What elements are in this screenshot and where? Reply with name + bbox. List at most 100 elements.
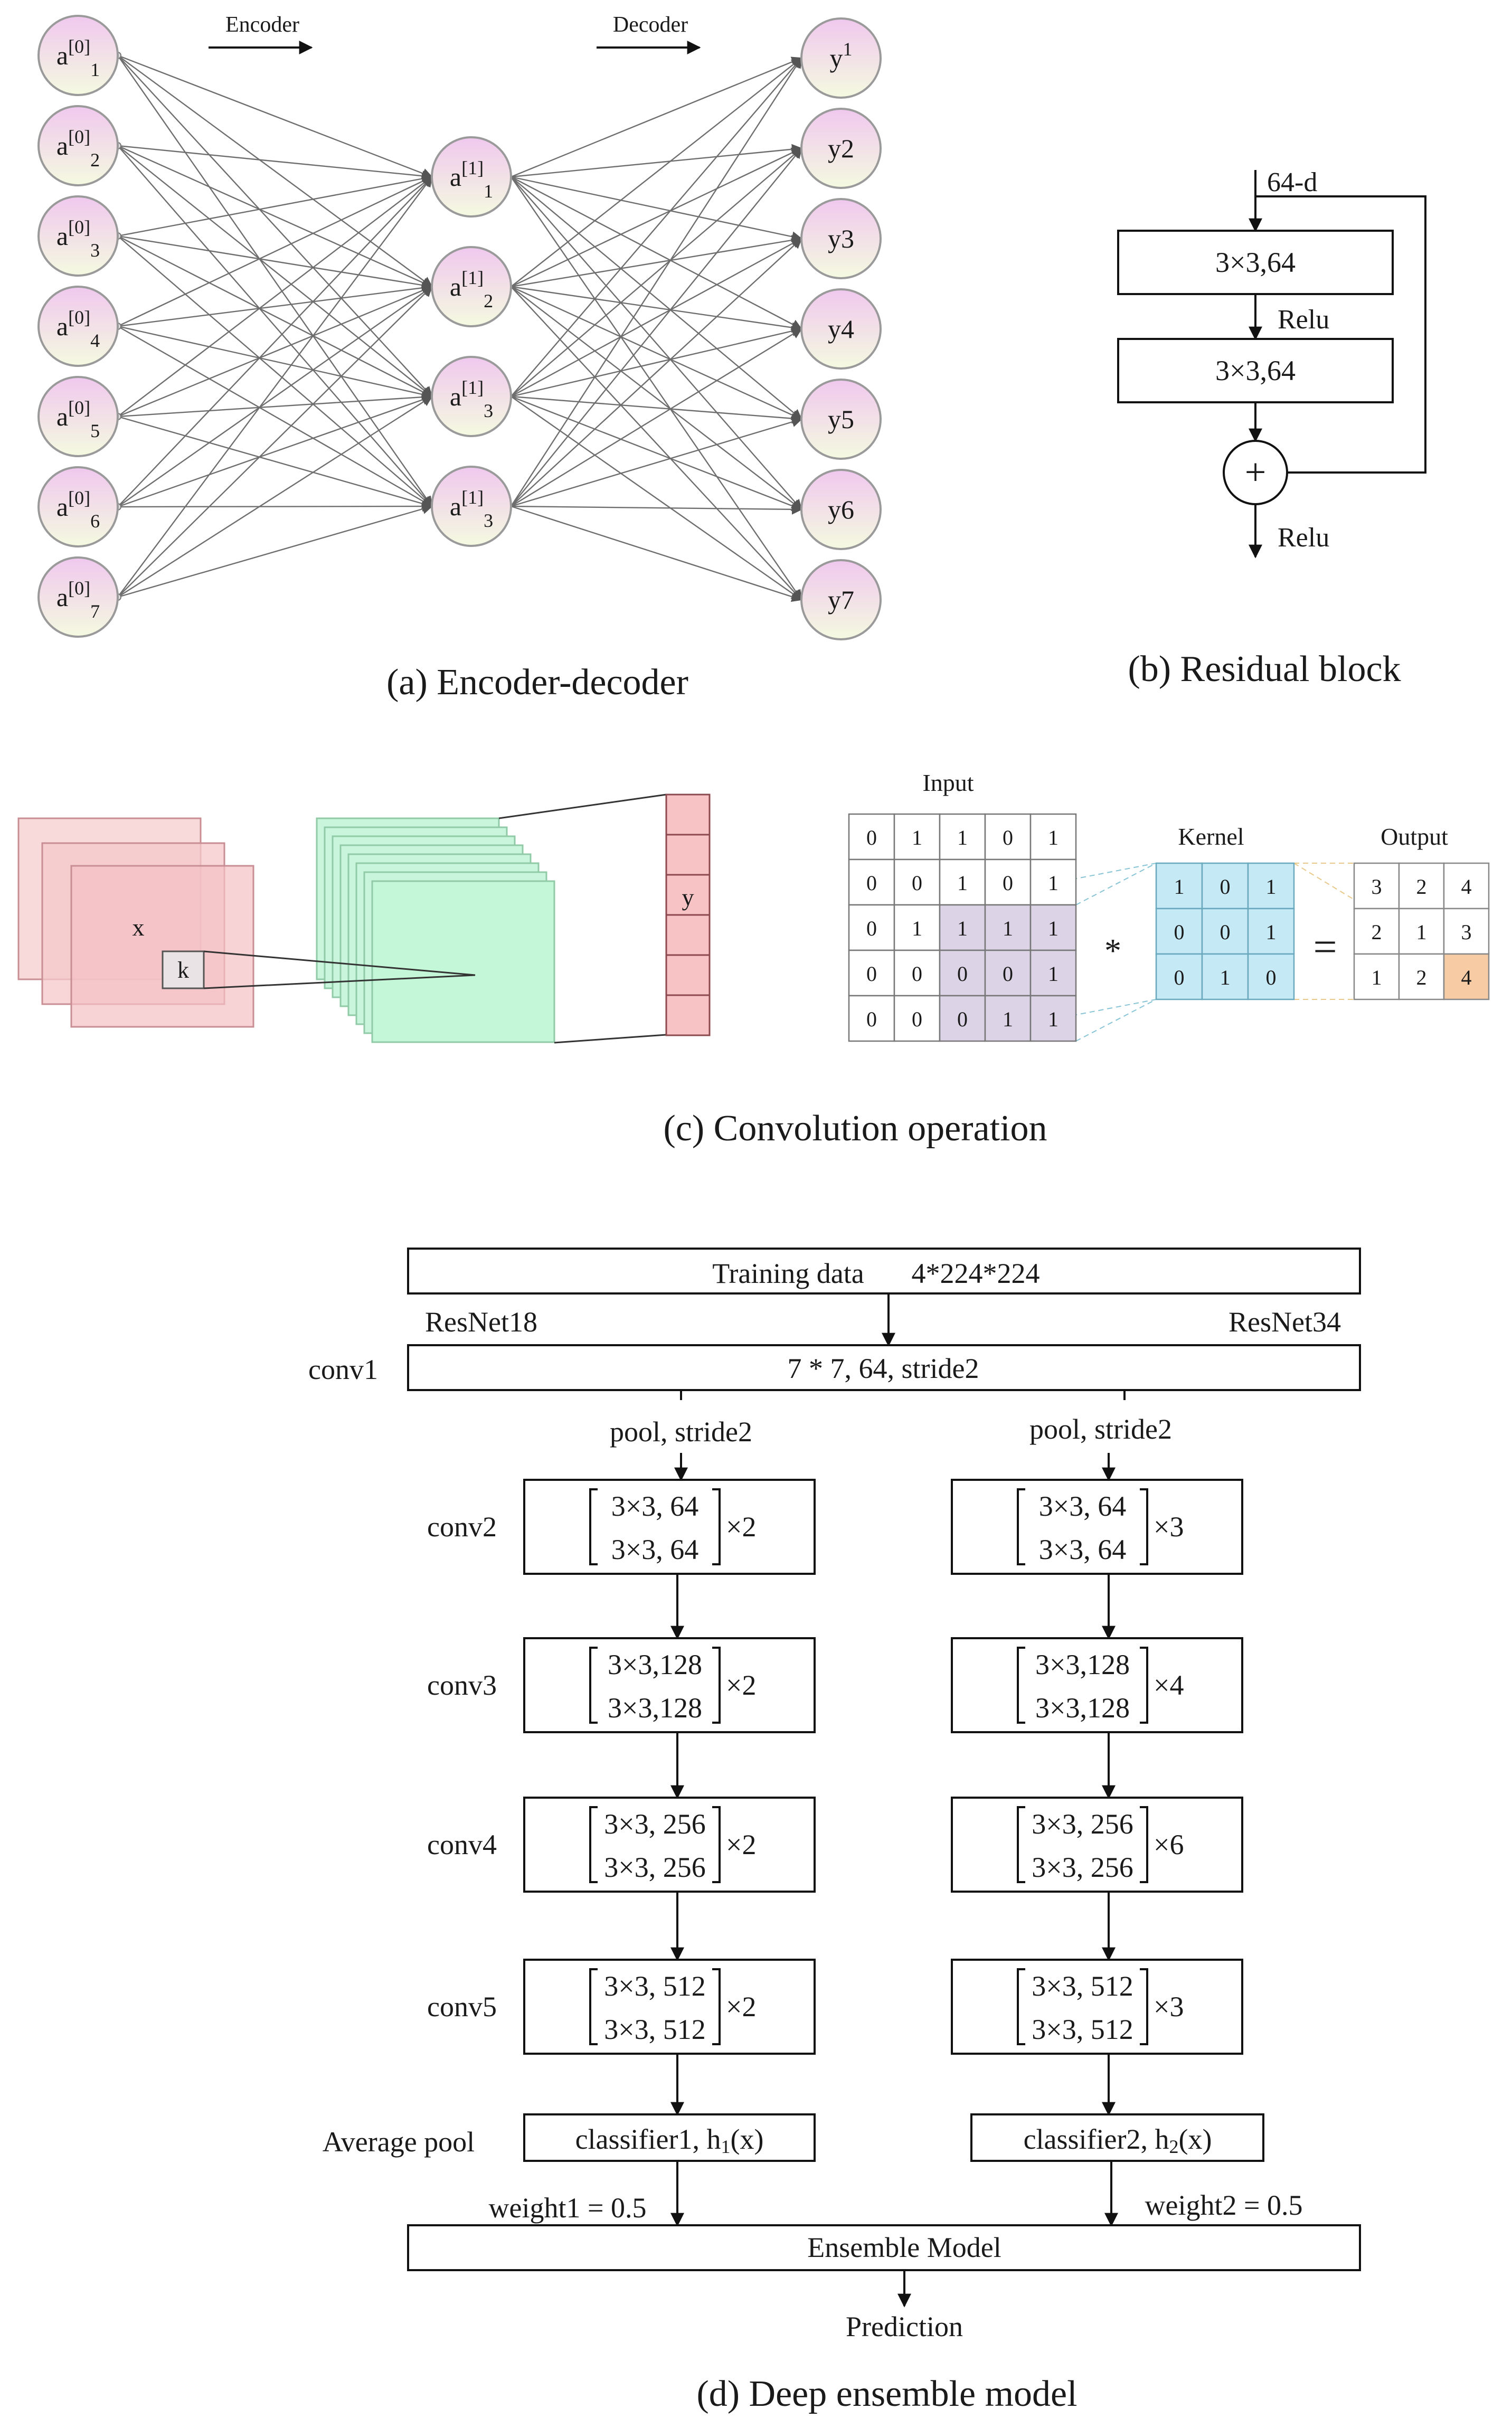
output-matrix-value: 2	[1416, 966, 1427, 989]
decoder-edge	[511, 176, 802, 330]
matrix-bracket-left	[589, 1806, 598, 1883]
y-vector-cell	[665, 874, 711, 916]
output-node-label: y7	[828, 585, 854, 615]
decoder-edge	[511, 57, 802, 287]
kernel-matrix-value: 0	[1174, 966, 1185, 989]
output-node: y7	[800, 559, 882, 640]
decoder-edge	[511, 328, 802, 507]
decoder-edge	[511, 147, 802, 288]
output-node-label: y5	[828, 404, 854, 434]
projection-line-bottom	[554, 1034, 667, 1044]
input-matrix-cell	[939, 904, 986, 951]
classifier1-label: classifier1, h1(x)	[575, 2123, 764, 2157]
input-node: a[0]6	[37, 466, 119, 547]
stage-multiplier: ×2	[726, 1991, 756, 2023]
encoder-edge	[117, 176, 433, 327]
output-matrix-value: 2	[1416, 875, 1427, 899]
stage-row: 3×3,128	[1035, 1692, 1130, 1724]
input-matrix-cell	[848, 995, 895, 1042]
y-vector-cell	[665, 954, 711, 996]
average-pool-label: Average pool	[323, 2126, 475, 2158]
input-node: a[0]4	[37, 286, 119, 367]
output-node: y2	[800, 108, 882, 189]
stage-row: 3×3, 512	[604, 1970, 705, 2002]
decoder-edge	[511, 235, 802, 288]
input-matrix-value: 1	[1048, 962, 1059, 986]
weight1-label: weight1 = 0.5	[489, 2192, 647, 2224]
input-matrix-cell	[939, 995, 986, 1042]
hidden-node: a[1]2	[431, 246, 512, 327]
stage-row: 3×3, 256	[604, 1851, 705, 1883]
kernel-matrix-value: 0	[1220, 875, 1231, 899]
kernel-matrix-cell	[1201, 953, 1249, 1000]
left-conv5-block: 3×3, 512 3×3, 512 ×2	[523, 1959, 816, 2055]
encoder-edge	[117, 395, 433, 598]
kernel-matrix-value: 1	[1266, 875, 1277, 899]
input-node-label: a[0]1	[56, 36, 100, 80]
matrix-bracket-right	[712, 1647, 721, 1724]
y-vector-cell	[665, 834, 711, 876]
input-matrix-value: 0	[1003, 871, 1013, 895]
ensemble-model-label: Ensemble Model	[807, 2232, 1001, 2263]
training-data-box	[407, 1248, 1361, 1295]
encoder-edge	[117, 176, 433, 507]
matrix-bracket-left	[589, 1488, 598, 1565]
input-matrix-value: 1	[912, 917, 922, 940]
projection-line-top	[498, 793, 667, 819]
output-node: y6	[800, 469, 882, 550]
encoder-edge	[117, 325, 433, 400]
resnet18-label: ResNet18	[425, 1306, 537, 1338]
decoder-edge	[511, 56, 802, 178]
kernel-matrix-value: 0	[1174, 920, 1185, 944]
input-matrix-cell	[848, 858, 895, 906]
y-vector-cell	[665, 793, 711, 836]
stage-multiplier: ×2	[726, 1511, 756, 1543]
stage-label: conv3	[427, 1669, 497, 1701]
matrix-bracket-left	[589, 1968, 598, 2045]
classifier2-label: classifier2, h2(x)	[1024, 2123, 1212, 2157]
residual-block-panel: 64-d 3×3,64 Relu 3×3,64 + Relu (b) Resid…	[1117, 167, 1426, 689]
y-vector-cell	[665, 994, 711, 1036]
decoder-edge	[511, 57, 802, 397]
stage-label: conv4	[427, 1829, 497, 1860]
input-matrix-cell	[1029, 858, 1077, 906]
residual-layer2-label: 3×3,64	[1215, 355, 1296, 386]
output-matrix-value: 4	[1461, 875, 1472, 899]
decoder-edge	[511, 286, 802, 420]
matrix-bracket-left	[1017, 1647, 1025, 1724]
left-conv2-block: 3×3, 643×3, 64×2	[523, 1479, 816, 1575]
decoder-edge	[511, 176, 802, 601]
hidden-node-label: a[1]2	[450, 267, 493, 311]
encoder-edge	[117, 235, 433, 398]
input-matrix-value: 0	[957, 1007, 968, 1031]
decoder-edge	[511, 176, 802, 242]
input-node-label: a[0]3	[56, 216, 100, 261]
input-node-label: a[0]2	[56, 126, 100, 171]
matrix-bracket-right	[712, 1806, 721, 1883]
equals-operator: =	[1313, 924, 1337, 970]
stage-label: conv5	[427, 1991, 497, 2023]
stage-row: 3×3, 512	[1032, 2014, 1133, 2045]
decoder-edge	[511, 326, 802, 398]
input-matrix-value: 0	[912, 1007, 922, 1031]
input-node: a[0]5	[37, 376, 119, 457]
input-matrix-value: 0	[912, 962, 922, 986]
decoder-edge	[511, 147, 802, 397]
decoder-edge	[511, 395, 802, 511]
encoder-edge	[117, 394, 433, 508]
input-node-label: a[0]5	[56, 397, 100, 441]
matrix-bracket-right	[712, 1488, 721, 1565]
input-matrix-cell	[893, 904, 941, 951]
receptive-field-lines	[203, 950, 476, 989]
encoder-edge	[117, 54, 433, 178]
residual-layer1-label: 3×3,64	[1215, 247, 1296, 278]
conv1-label: conv1	[308, 1354, 378, 1385]
stage-row: 3×3,128	[1035, 1649, 1130, 1680]
kernel-matrix-value: 0	[1220, 920, 1231, 944]
output-node-label: y4	[828, 314, 854, 344]
stage-row: 3×3, 512	[604, 2014, 705, 2045]
stage-row: 3×3, 512	[1032, 1970, 1133, 2002]
